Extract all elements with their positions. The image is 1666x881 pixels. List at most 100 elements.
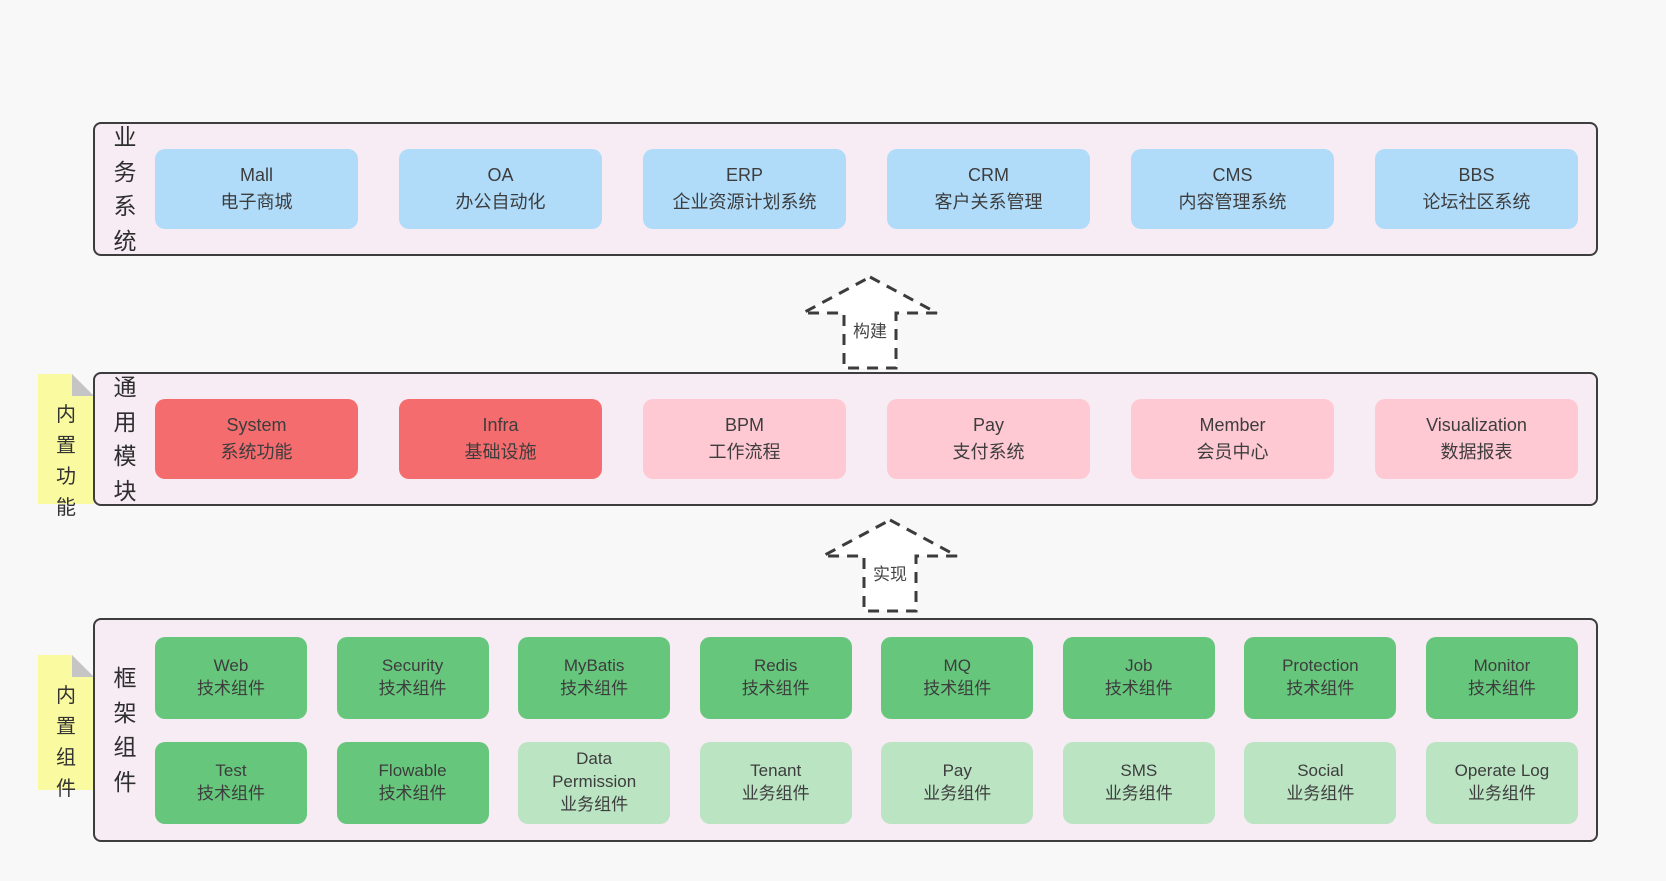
box-subtitle: 技术组件: [560, 678, 629, 698]
box-title: MyBatis: [563, 655, 625, 675]
note-text: 内置功能: [56, 404, 76, 519]
box-subtitle: 企业资源计划系统: [672, 192, 817, 212]
arrow-implement-label: 实现: [870, 559, 910, 586]
box-title: ERP: [725, 165, 763, 185]
box-subtitle: 业务组件: [1104, 783, 1173, 803]
box-subtitle: 工作流程: [708, 442, 781, 462]
box-title: Web: [213, 655, 249, 675]
box-subtitle: 会员中心: [1196, 442, 1269, 462]
box-erp: ERP 企业资源计划系统: [643, 149, 846, 229]
box-monitor: Monitor 技术组件: [1425, 636, 1578, 719]
box-subtitle: 内容管理系统: [1178, 192, 1287, 212]
box-title: SMS: [1120, 760, 1158, 780]
box-subtitle: 技术组件: [197, 678, 265, 698]
box-tenant: Tenant 业务组件: [699, 741, 852, 824]
box-operate-log: Operate Log 业务组件: [1425, 741, 1578, 824]
box-job: Job 技术组件: [1062, 636, 1215, 719]
box-pay-business: Pay 业务组件: [881, 741, 1034, 824]
box-bpm: BPM 工作流程: [643, 399, 846, 479]
box-social: Social 业务组件: [1244, 741, 1397, 824]
box-mq: MQ 技术组件: [881, 636, 1034, 719]
box-cms: CMS 内容管理系统: [1131, 149, 1334, 229]
box-test: Test 技术组件: [155, 741, 307, 824]
box-oa: OA 办公自动化: [399, 149, 602, 229]
layer-label-business-systems: 业务系统: [95, 124, 155, 254]
layer-label-text: 通用模块: [113, 374, 137, 504]
box-title: Operate Log: [1454, 760, 1550, 780]
business-systems-container: 业务系统 Mall 电子商城 OA 办公自动化 ERP 企业资源计划系统 CRM: [93, 122, 1598, 256]
note-text: 内置组件: [56, 685, 76, 800]
box-subtitle: 业务组件: [1286, 783, 1355, 803]
box-title: Member: [1199, 415, 1266, 435]
box-mybatis: MyBatis 技术组件: [518, 636, 671, 719]
box-subtitle: 业务组件: [923, 783, 992, 803]
box-data-permission: Data Permission 业务组件: [518, 741, 671, 824]
box-sms: SMS 业务组件: [1062, 741, 1215, 824]
box-subtitle: 业务组件: [560, 794, 629, 814]
box-subtitle: 办公自动化: [455, 192, 546, 212]
note-built-in-features: 内置功能: [38, 374, 94, 519]
box-bbs: BBS 论坛社区系统: [1375, 149, 1578, 229]
box-title: Pay: [972, 415, 1005, 435]
box-subtitle: 技术组件: [378, 678, 447, 698]
box-title: Redis: [753, 655, 798, 675]
arrow-build: 构建: [800, 274, 940, 371]
note-built-in-components: 内置组件: [38, 655, 94, 800]
box-title: MQ: [943, 655, 971, 675]
box-subtitle: 技术组件: [741, 678, 810, 698]
box-title: Visualization: [1426, 415, 1527, 435]
box-security: Security 技术组件: [336, 636, 489, 719]
box-redis: Redis 技术组件: [699, 636, 852, 719]
box-subtitle: 技术组件: [378, 783, 447, 803]
box-protection: Protection 技术组件: [1244, 636, 1397, 719]
box-title: BPM: [724, 415, 764, 435]
box-title: Monitor: [1473, 655, 1531, 675]
box-system: System 系统功能: [155, 399, 358, 479]
box-subtitle: 技术组件: [197, 783, 265, 803]
common-modules-container: 通用模块 System 系统功能 Infra 基础设施 BPM 工作流程 Pay: [93, 372, 1598, 506]
box-subtitle: 业务组件: [741, 783, 810, 803]
box-crm: CRM 客户关系管理: [887, 149, 1090, 229]
box-flowable: Flowable 技术组件: [336, 741, 489, 824]
layer-label-text: 框架组件: [113, 665, 137, 795]
framework-components-container: 框架组件 Web 技术组件 Security 技术组件 MyBatis 技术组件…: [93, 618, 1598, 842]
box-member: Member 会员中心: [1131, 399, 1334, 479]
box-web: Web 技术组件: [155, 636, 307, 719]
box-title: Test: [215, 760, 247, 780]
box-subtitle: 技术组件: [1104, 678, 1173, 698]
layer-label-text: 业务系统: [113, 124, 137, 254]
box-title: Flowable: [378, 760, 447, 780]
box-title: Job: [1125, 655, 1153, 675]
box-mall: Mall 电子商城: [155, 149, 358, 229]
box-subtitle: 数据报表: [1440, 442, 1513, 462]
layer-label-framework-components: 框架组件: [95, 620, 155, 840]
box-pay: Pay 支付系统: [887, 399, 1090, 479]
box-subtitle: 技术组件: [1467, 678, 1536, 698]
layer-label-common-modules: 通用模块: [95, 374, 155, 504]
box-subtitle: 技术组件: [923, 678, 992, 698]
box-visualization: Visualization 数据报表: [1375, 399, 1578, 479]
box-title: Data Permission: [552, 749, 637, 792]
box-title: Mall: [239, 165, 273, 185]
common-modules-row: System 系统功能 Infra 基础设施 BPM 工作流程 Pay 支付系统…: [155, 374, 1596, 504]
box-title: Tenant: [750, 760, 802, 780]
box-subtitle: 技术组件: [1286, 678, 1355, 698]
box-infra: Infra 基础设施: [399, 399, 602, 479]
box-subtitle: 客户关系管理: [934, 192, 1043, 212]
box-title: Infra: [482, 415, 519, 435]
box-title: Social: [1297, 760, 1344, 780]
box-title: System: [226, 415, 287, 435]
box-title: Security: [381, 655, 444, 675]
box-title: OA: [487, 165, 514, 185]
box-title: CMS: [1212, 165, 1253, 185]
box-subtitle: 电子商城: [220, 192, 293, 212]
box-subtitle: 支付系统: [952, 442, 1025, 462]
box-subtitle: 系统功能: [220, 442, 293, 462]
box-subtitle: 业务组件: [1467, 783, 1536, 803]
framework-components-rows: Web 技术组件 Security 技术组件 MyBatis 技术组件 Redi…: [155, 620, 1596, 840]
arrow-implement: 实现: [820, 517, 960, 614]
box-title: BBS: [1458, 165, 1495, 185]
box-subtitle: 论坛社区系统: [1422, 192, 1531, 212]
box-title: Pay: [942, 760, 972, 780]
